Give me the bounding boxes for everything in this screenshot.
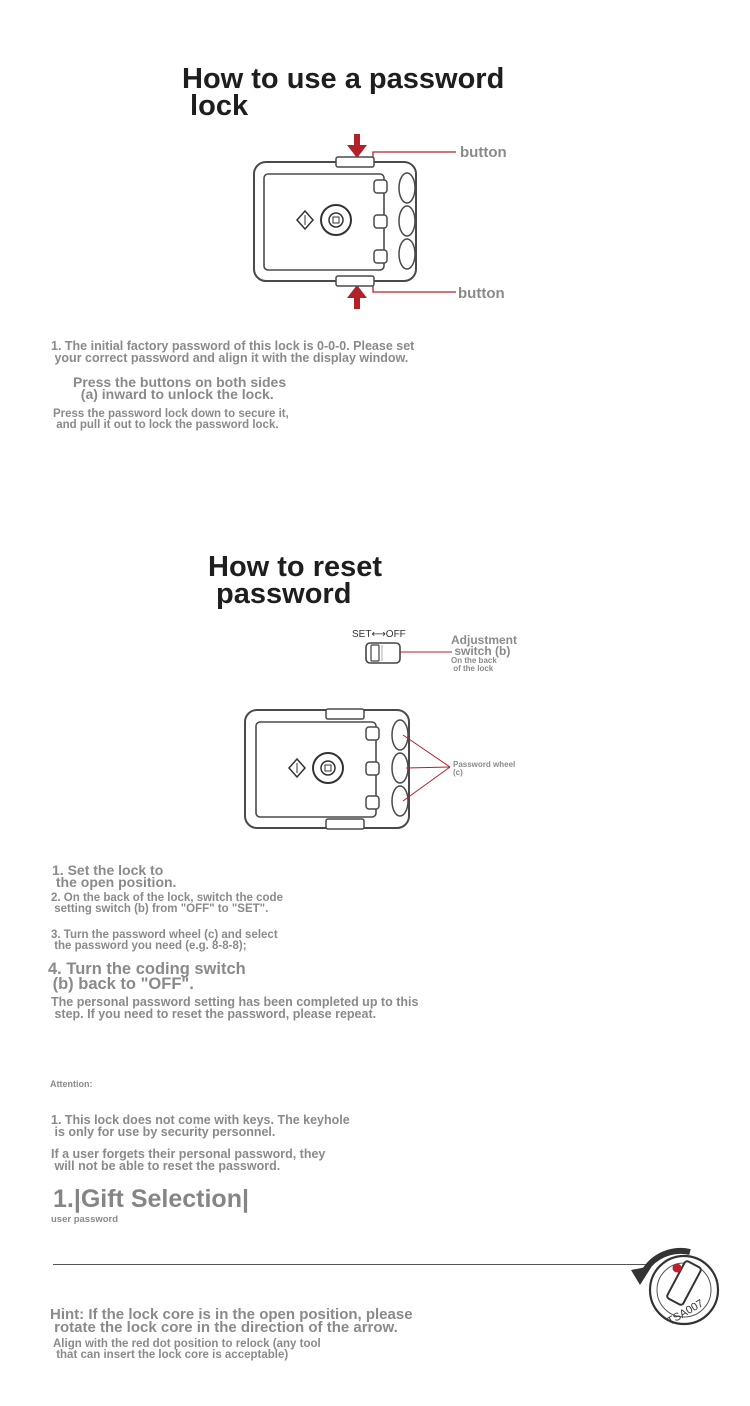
section2-step1: 1. Set the lock to the open position.: [52, 862, 177, 890]
section1-step2: Press the buttons on both sides (a) inwa…: [73, 374, 287, 402]
up-arrow-icon: [347, 285, 367, 309]
section2-step3: 3. Turn the password wheel (c) and selec…: [51, 929, 278, 952]
hint-line1: Hint: If the lock core is in the open po…: [50, 1306, 413, 1336]
adjustment-switch-sublabel: On the back of the lock: [451, 656, 497, 673]
section1-title: How to use a password lock: [182, 63, 505, 122]
section1-step3: Press the password lock down to secure i…: [53, 408, 289, 431]
hint-line2: Align with the red dot position to reloc…: [53, 1338, 321, 1361]
switch-set-off-label: SET⟷OFF: [352, 629, 406, 640]
lock-core-diagram: TSA007: [631, 1247, 720, 1328]
section1-step1: 1. The initial factory password of this …: [51, 339, 415, 365]
down-arrow-icon: [347, 134, 367, 158]
gift-selection-sub: user password: [51, 1214, 119, 1225]
lock-back-diagram: [244, 642, 452, 830]
lock-front-diagram: [253, 134, 456, 309]
attention-note2: If a user forgets their personal passwor…: [51, 1147, 326, 1173]
divider-line: [53, 1264, 653, 1265]
gift-selection-title: 1.|Gift Selection|: [53, 1185, 249, 1213]
section2-step4: 4. Turn the coding switch (b) back to "O…: [48, 960, 246, 993]
section2-step5: The personal password setting has been c…: [51, 995, 419, 1021]
rotate-arrow-icon: [631, 1247, 691, 1285]
attention-note1: 1. This lock does not come with keys. Th…: [51, 1113, 350, 1139]
attention-heading: Attention:: [50, 1079, 93, 1089]
adjustment-switch-label: Adjustment switch (b): [451, 633, 517, 658]
section2-title: How to reset password: [208, 551, 383, 610]
button-label-bottom: button: [458, 285, 505, 302]
section2-step2: 2. On the back of the lock, switch the c…: [51, 892, 283, 915]
password-wheel-label: Password wheel (c): [453, 760, 516, 777]
red-dot-icon: [672, 1263, 682, 1273]
button-label-top: button: [460, 144, 507, 161]
